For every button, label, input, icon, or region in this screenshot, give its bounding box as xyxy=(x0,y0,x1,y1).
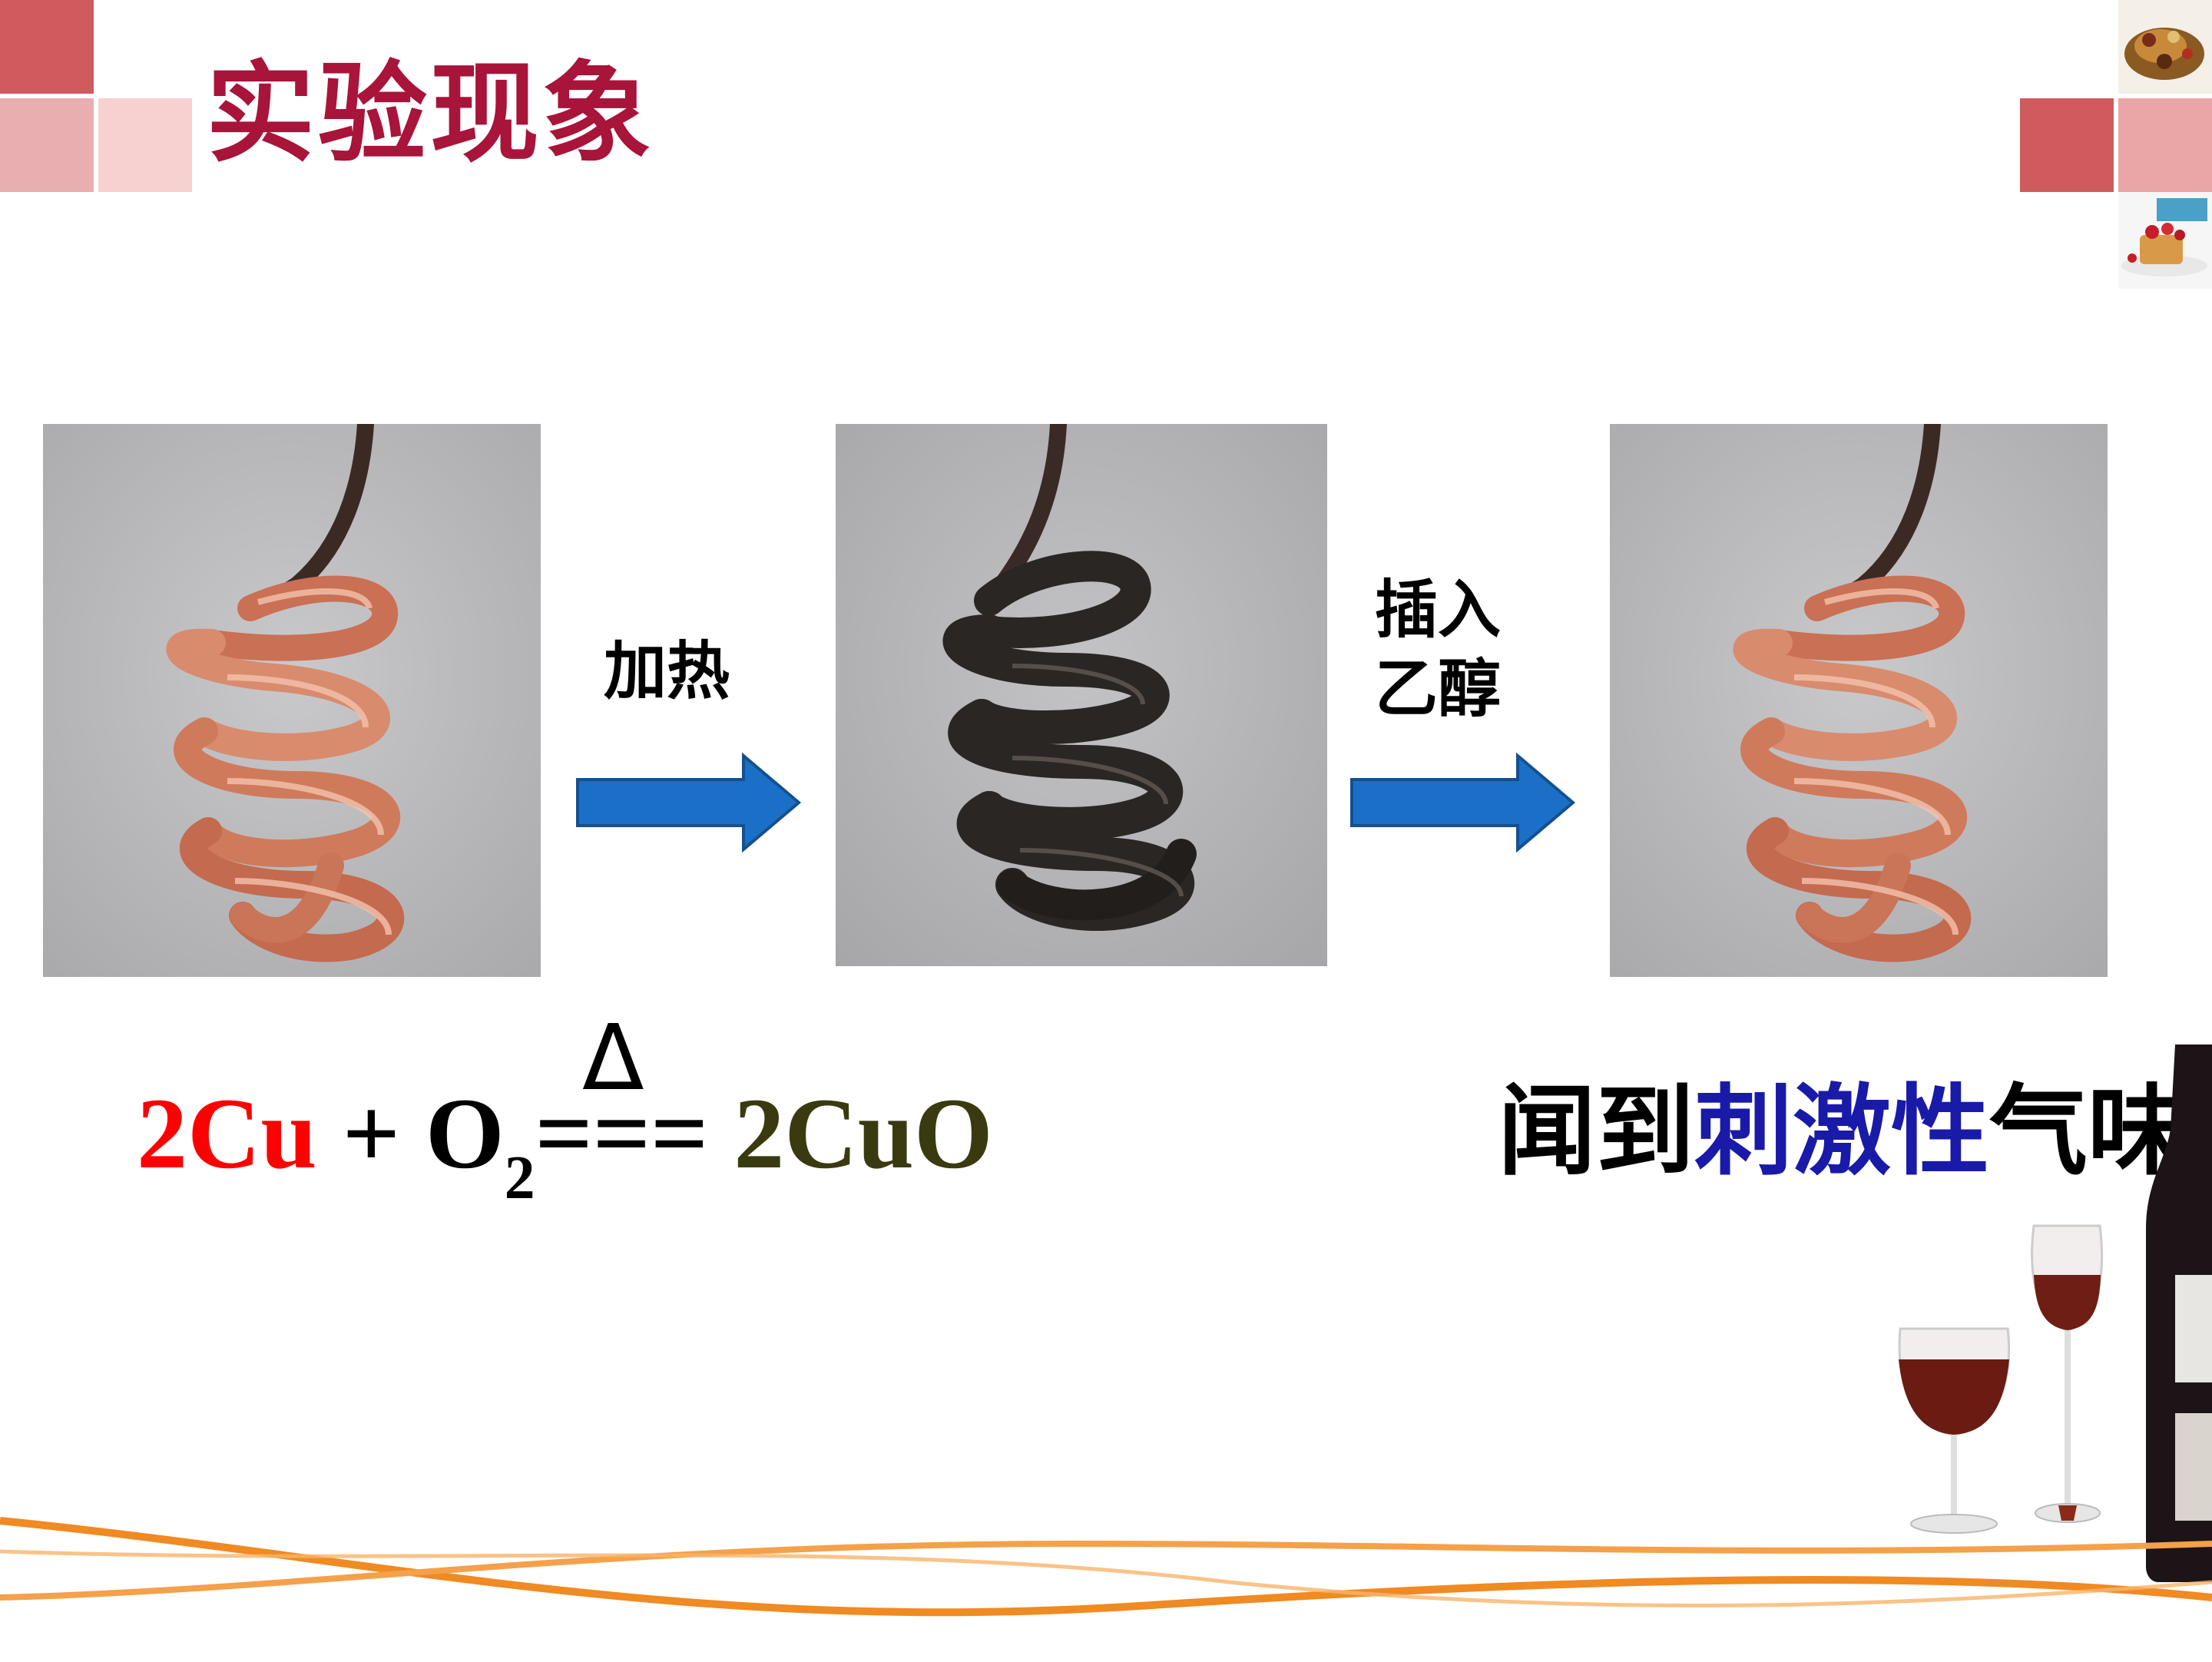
decor-square xyxy=(0,0,94,94)
orange-decorative-curves xyxy=(0,1490,2212,1659)
oxygen-subscript: 2 xyxy=(504,1144,535,1212)
plus-sign: + xyxy=(316,1077,426,1190)
reactant-oxygen: O xyxy=(425,1077,505,1190)
product-copper-oxide: 2CuO xyxy=(708,1077,993,1190)
heating-condition-symbol: Δ xyxy=(582,1005,644,1111)
insert-label-line2: 乙醇 xyxy=(1375,652,1502,726)
decor-square xyxy=(98,98,192,192)
chemical-equation: 2Cu + O2=== 2CuO xyxy=(137,1083,993,1210)
decor-square xyxy=(2118,98,2212,192)
copper-coil-photo-before xyxy=(43,424,541,977)
slide-title: 实验现象 xyxy=(206,51,654,177)
copper-coil-photo-after xyxy=(1610,424,2108,977)
oxidized-coil-photo xyxy=(836,424,1327,966)
equals-sign: === xyxy=(535,1077,709,1190)
observation-part3: 气味 xyxy=(1989,1074,2187,1189)
insert-label-line1: 插入 xyxy=(1375,574,1502,647)
food-thumbnail-top xyxy=(2118,0,2212,94)
wine-illustration xyxy=(1889,1045,2212,1582)
heating-label: 加热 xyxy=(604,635,730,708)
food-thumbnail-bottom xyxy=(2118,192,2212,289)
right-arrow-icon xyxy=(1349,752,1579,853)
observation-part1: 闻到 xyxy=(1498,1074,1695,1189)
right-arrow-icon xyxy=(575,752,805,853)
reactant-copper: 2Cu xyxy=(137,1077,317,1190)
observation-text: 闻到刺激性气味 xyxy=(1498,1083,2186,1181)
observation-emphasis: 刺激性 xyxy=(1694,1074,1990,1189)
insert-ethanol-label: 插入 乙醇 xyxy=(1375,571,1501,729)
decor-square xyxy=(0,98,94,192)
decor-square xyxy=(2020,98,2114,192)
